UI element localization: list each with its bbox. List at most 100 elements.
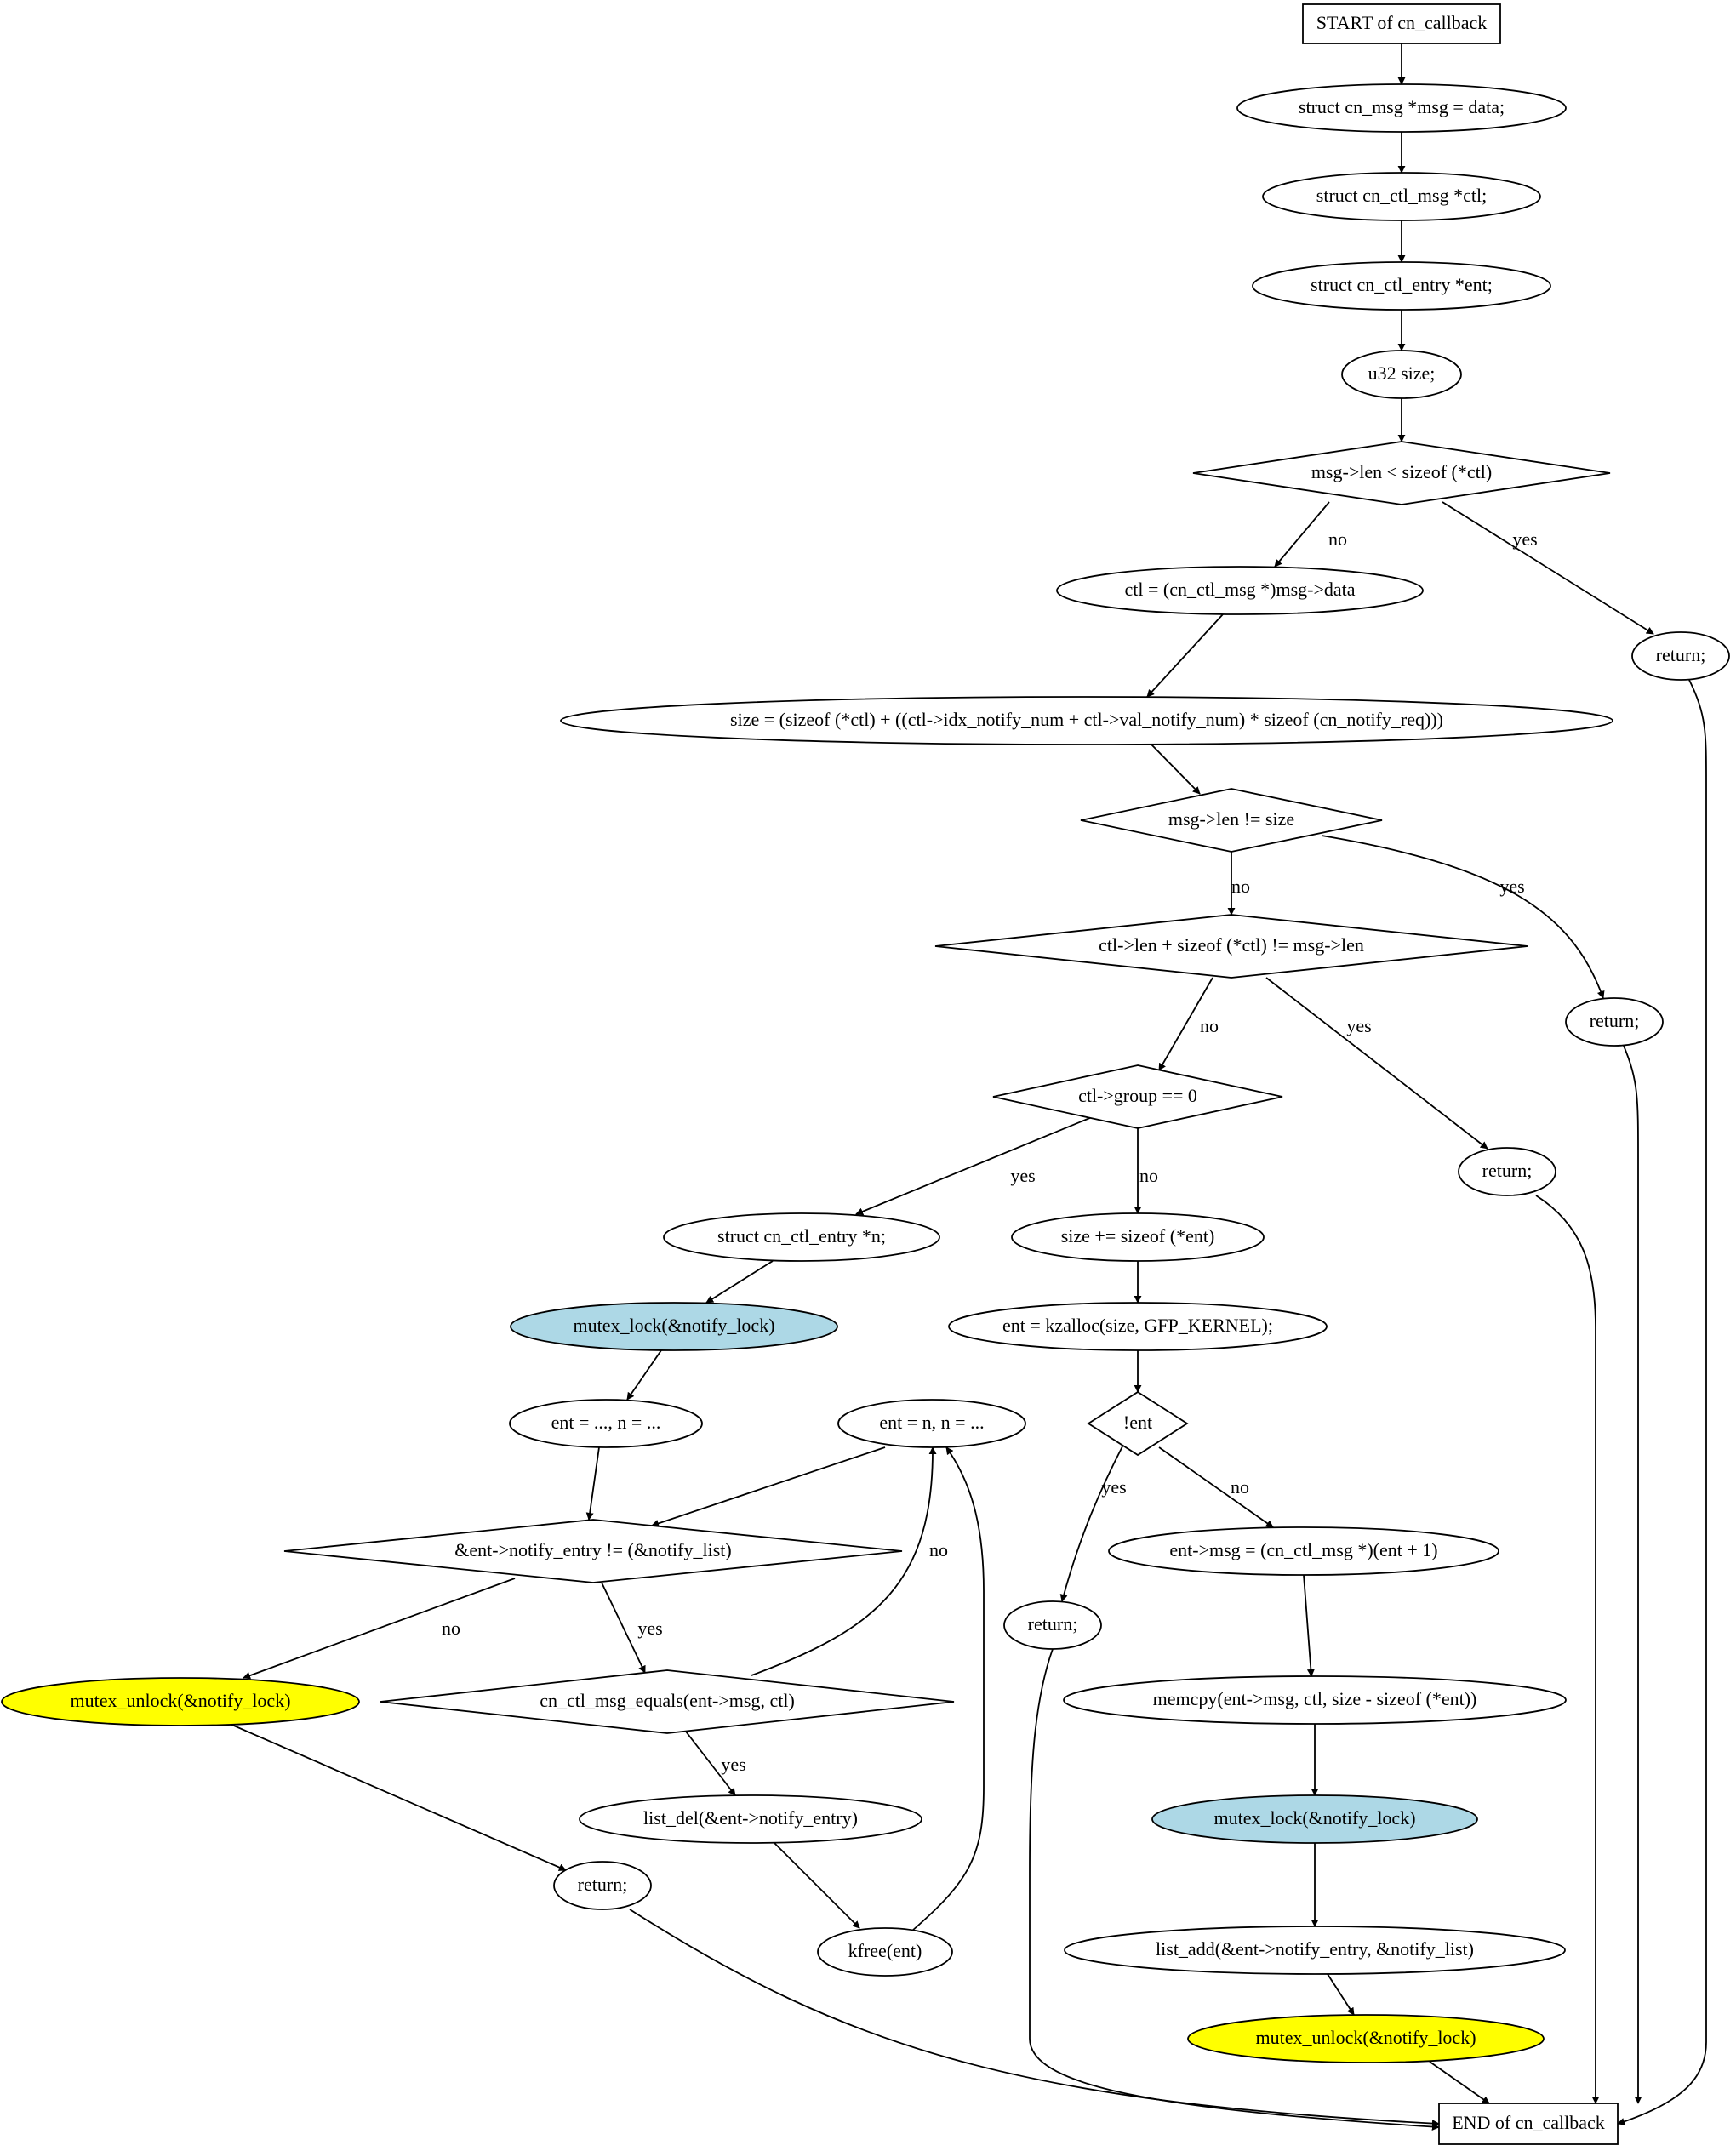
edge-label-yes: yes bbox=[721, 1754, 745, 1775]
node-ellipse bbox=[1631, 631, 1730, 681]
node-label: struct cn_ctl_entry *n; bbox=[717, 1225, 886, 1247]
edge-label-yes: yes bbox=[637, 1618, 662, 1639]
node-diamond bbox=[380, 1669, 955, 1734]
node-ellipse bbox=[1064, 1926, 1566, 1975]
edge-ret_4-to-end bbox=[629, 1909, 1440, 2128]
node-ellipse bbox=[1151, 1794, 1478, 1844]
node-ellipse bbox=[837, 1399, 1026, 1448]
edge-step_loop-to-cond_loop bbox=[651, 1446, 886, 1527]
edge-cond_ctl_len-to-cond_group: no bbox=[1158, 977, 1219, 1071]
edge-line bbox=[705, 1260, 774, 1304]
edge-line bbox=[1617, 679, 1707, 2125]
node-ellipse bbox=[948, 1302, 1328, 1351]
edge-line bbox=[243, 1578, 516, 1680]
edge-cond_size-to-ret_2: yes bbox=[1321, 835, 1605, 999]
node-label: ctl->group == 0 bbox=[1078, 1085, 1197, 1106]
node-size-add: size += sizeof (*ent) bbox=[1011, 1212, 1265, 1262]
edge-line bbox=[1623, 1045, 1642, 2104]
edge-cond_len-to-ret_1: yes bbox=[1442, 501, 1654, 635]
edge-cond_group-to-decl_n: yes bbox=[855, 1116, 1093, 1216]
node-diamond bbox=[1192, 441, 1611, 505]
edge-unlock_1-to-ret_4 bbox=[229, 1723, 567, 1871]
edge-label-no: no bbox=[442, 1618, 460, 1639]
edge-cond_equals-to-list_del: yes bbox=[685, 1731, 746, 1796]
node-label: ent = n, n = ... bbox=[879, 1412, 984, 1433]
node-label: return; bbox=[1656, 644, 1706, 665]
edge-assign_ctl-to-assign_size bbox=[1146, 613, 1224, 698]
node-decl-ctl: struct cn_ctl_msg *ctl; bbox=[1262, 172, 1541, 221]
node-box bbox=[1438, 2103, 1619, 2145]
edge-line bbox=[601, 1582, 646, 1674]
node-ellipse bbox=[510, 1302, 838, 1351]
edge-ret_5-to-end bbox=[1029, 1648, 1440, 2131]
node-ellipse bbox=[1458, 1147, 1556, 1196]
edge-lock_1-to-init_loop bbox=[626, 1349, 662, 1401]
edge-ret_2-to-end bbox=[1623, 1045, 1642, 2104]
edge-line bbox=[585, 1446, 600, 1521]
node-box bbox=[1302, 3, 1501, 44]
edge-list_add-to-unlock_2 bbox=[1327, 1973, 1355, 2016]
edge-label-no: no bbox=[1200, 1015, 1219, 1036]
node-label: END of cn_callback bbox=[1452, 2112, 1605, 2133]
node-label: cn_ctl_msg_equals(ent->msg, ctl) bbox=[540, 1690, 795, 1711]
node-ellipse bbox=[1262, 172, 1541, 221]
node-label: mutex_unlock(&notify_lock) bbox=[70, 1690, 290, 1711]
edge-line bbox=[855, 1116, 1093, 1216]
edge-cond_size-to-cond_ctl_len: no bbox=[1227, 852, 1250, 916]
edge-cond_loop-to-unlock_1: no bbox=[243, 1578, 516, 1680]
node-label: struct cn_msg *msg = data; bbox=[1299, 96, 1505, 117]
edge-label-yes: yes bbox=[1346, 1015, 1371, 1036]
node-label: START of cn_callback bbox=[1316, 12, 1488, 33]
edge-line bbox=[1151, 744, 1201, 795]
edge-label-yes: yes bbox=[1010, 1165, 1035, 1186]
node-cond-equals: cn_ctl_msg_equals(ent->msg, ctl) bbox=[380, 1669, 955, 1734]
node-ellipse bbox=[1063, 1675, 1567, 1725]
edge-label-yes: yes bbox=[1101, 1476, 1126, 1498]
node-list-add: list_add(&ent->notify_entry, &notify_lis… bbox=[1064, 1926, 1566, 1975]
edge-line bbox=[1158, 1446, 1274, 1528]
node-assign-size: size = (sizeof (*ctl) + ((ctl->idx_notif… bbox=[560, 696, 1613, 745]
node-kzalloc: ent = kzalloc(size, GFP_KERNEL); bbox=[948, 1302, 1328, 1351]
node-cond-ent: !ent bbox=[1087, 1390, 1189, 1457]
node-ret-4: return; bbox=[553, 1861, 652, 1910]
edge-line bbox=[1265, 977, 1488, 1150]
node-decl-ent: struct cn_ctl_entry *ent; bbox=[1252, 261, 1551, 311]
edge-cond_equals-to-step_loop: no bbox=[751, 1446, 948, 1676]
node-label: list_del(&ent->notify_entry) bbox=[643, 1807, 858, 1829]
edge-label-no: no bbox=[1139, 1165, 1158, 1186]
node-ret-2: return; bbox=[1565, 997, 1664, 1047]
edge-cond_len-to-assign_ctl: no bbox=[1274, 501, 1347, 568]
node-cond-loop: &ent->notify_entry != (&notify_list) bbox=[283, 1519, 903, 1583]
node-init-loop: ent = ..., n = ... bbox=[509, 1399, 703, 1448]
edge-line bbox=[751, 1446, 937, 1676]
edge-line bbox=[1059, 1444, 1124, 1602]
node-label: return; bbox=[1028, 1613, 1078, 1635]
node-label: msg->len != size bbox=[1168, 808, 1294, 830]
edge-line bbox=[651, 1446, 886, 1527]
edge-label-no: no bbox=[929, 1539, 948, 1560]
node-end: END of cn_callback bbox=[1438, 2103, 1619, 2145]
node-ellipse bbox=[1565, 997, 1664, 1047]
node-decl-msg: struct cn_msg *msg = data; bbox=[1236, 83, 1567, 133]
node-cond-size: msg->len != size bbox=[1080, 788, 1383, 853]
node-label: msg->len < sizeof (*ctl) bbox=[1311, 461, 1492, 482]
node-diamond bbox=[283, 1519, 903, 1583]
edge-line bbox=[911, 1446, 985, 1931]
edge-line bbox=[774, 1842, 860, 1929]
node-label: list_add(&ent->notify_entry, &notify_lis… bbox=[1156, 1938, 1474, 1960]
edge-cond_ent-to-assign_msg: no bbox=[1158, 1446, 1274, 1528]
edge-label-no: no bbox=[1231, 1476, 1249, 1498]
edge-kfree-to-step_loop bbox=[911, 1446, 985, 1931]
node-ellipse bbox=[509, 1399, 703, 1448]
edge-cond_group-to-size_add: no bbox=[1134, 1128, 1158, 1214]
node-label: &ent->notify_entry != (&notify_list) bbox=[454, 1539, 731, 1560]
edge-label-no: no bbox=[1328, 528, 1347, 550]
node-cond-len: msg->len < sizeof (*ctl) bbox=[1192, 441, 1611, 505]
node-cond-ctl-len: ctl->len + sizeof (*ctl) != msg->len bbox=[934, 914, 1528, 979]
node-ellipse bbox=[1056, 566, 1424, 615]
edges-layer: no yes no yes no yes yes no no yes no yes yes no bbox=[229, 43, 1707, 2131]
node-label: struct cn_ctl_entry *ent; bbox=[1311, 274, 1493, 295]
edge-assign_size-to-cond_size bbox=[1151, 744, 1201, 795]
